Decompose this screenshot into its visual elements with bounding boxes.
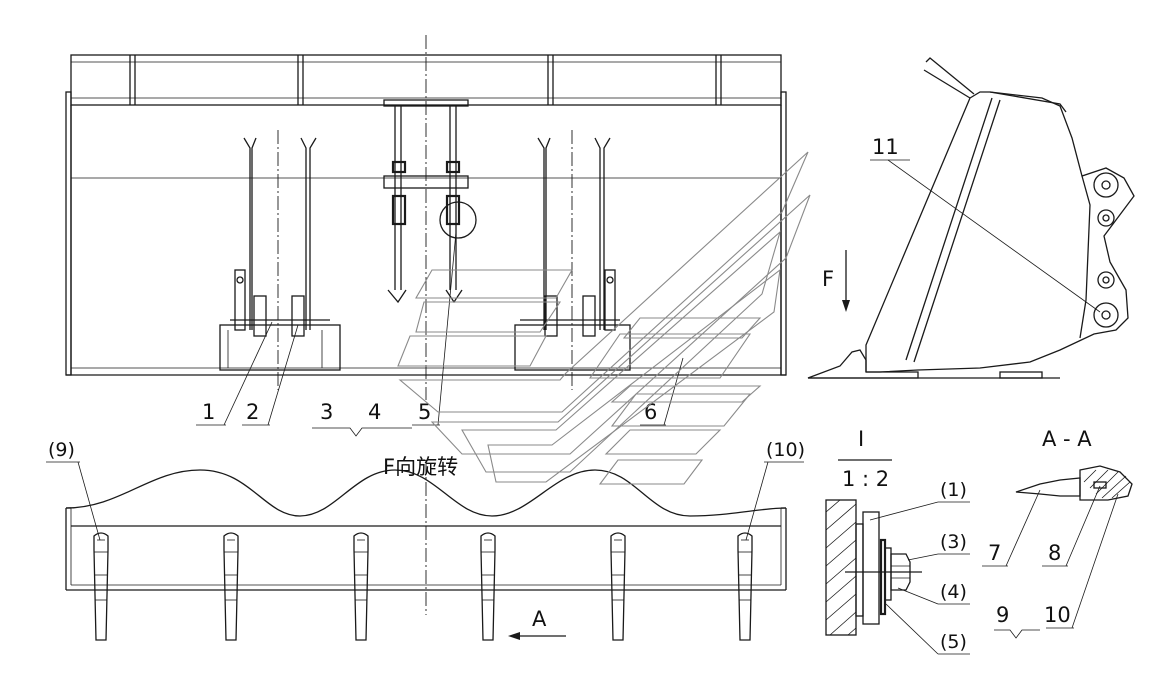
view-arrow-f: F xyxy=(822,267,834,291)
label-4: 4 xyxy=(368,400,381,424)
detail-scale: 1 : 2 xyxy=(842,467,889,491)
detail-view-i: I 1 : 2 (1) (3) (4) (5) xyxy=(825,427,970,655)
tooth xyxy=(610,532,626,641)
left-hinge-bracket xyxy=(219,130,341,390)
tooth xyxy=(480,532,496,641)
tooth xyxy=(353,532,369,641)
rotation-note: F向旋转 xyxy=(383,455,458,479)
center-cylinder-mount xyxy=(383,99,477,304)
label-5: 5 xyxy=(418,400,431,424)
section-title: A - A xyxy=(1042,427,1092,451)
tooth xyxy=(223,532,239,641)
label-10-ref: (10) xyxy=(766,439,805,461)
section-label-8: 8 xyxy=(1048,541,1061,565)
side-view: 11 F xyxy=(807,57,1135,379)
detail-label-5: (5) xyxy=(940,631,967,653)
bucket-teeth xyxy=(93,532,753,641)
tooth xyxy=(93,532,109,641)
label-11: 11 xyxy=(872,135,899,159)
section-label-9: 9 xyxy=(996,603,1009,627)
label-2: 2 xyxy=(246,400,259,424)
section-arrow-a: A xyxy=(532,607,547,631)
label-3: 3 xyxy=(320,400,333,424)
label-1: 1 xyxy=(202,400,215,424)
detail-label-3: (3) xyxy=(940,531,967,553)
section-view-a-a: A - A 7 8 9 10 xyxy=(982,427,1133,639)
section-label-7: 7 xyxy=(988,541,1001,565)
watermark-logo xyxy=(397,151,811,485)
front-view: (9) (10) F向旋转 A xyxy=(46,439,805,641)
detail-title: I xyxy=(858,427,864,451)
detail-label-1: (1) xyxy=(940,479,967,501)
detail-label-4: (4) xyxy=(940,581,967,603)
right-hinge-bracket xyxy=(514,130,631,390)
top-view: 1 2 3 4 5 6 xyxy=(65,35,787,437)
top-view-leaders xyxy=(196,231,684,437)
tooth xyxy=(737,532,753,641)
label-9-ref: (9) xyxy=(48,439,75,461)
section-label-10: 10 xyxy=(1044,603,1071,627)
